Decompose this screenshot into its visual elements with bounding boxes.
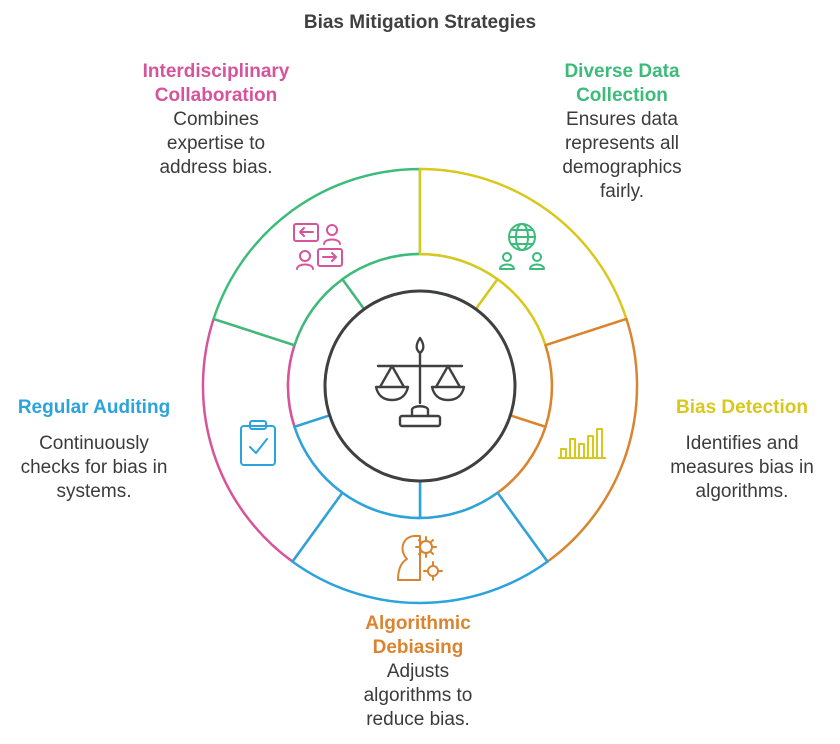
ring-segment-outer [496, 317, 639, 563]
segment-title: Algorithmic Debiasing [365, 613, 471, 658]
segment-diverse-data-collection: Diverse Data Collection Ensures data rep… [522, 60, 722, 204]
head-gears-icon [397, 535, 443, 581]
balance-scale-icon [374, 336, 466, 428]
ring-segment-outer [418, 167, 628, 347]
segment-title: Diverse Data Collection [564, 61, 680, 106]
segment-title: Interdisciplinary Collaboration [142, 61, 290, 106]
segment-description: Ensures data represents all demographics… [562, 109, 682, 202]
collaboration-icon [293, 223, 343, 270]
segment-description: Combines expertise to address bias. [159, 109, 273, 178]
segment-title: Regular Auditing [17, 397, 171, 418]
clipboard-check-icon [240, 420, 276, 466]
segment-description: Continuously checks for bias in systems. [20, 433, 168, 502]
segment-bias-detection: Bias Detection Identifies and measures b… [652, 396, 832, 504]
segment-title: Bias Detection [676, 397, 808, 418]
segment-algorithmic-debiasing: Algorithmic Debiasing Adjusts algorithms… [318, 612, 518, 732]
diagram-title: Bias Mitigation Strategies [303, 12, 537, 33]
segment-interdisciplinary-collaboration: Interdisciplinary Collaboration Combines… [116, 60, 316, 180]
globe-people-icon [499, 223, 545, 270]
segment-description: Identifies and measures bias in algorith… [670, 433, 814, 502]
segment-description: Adjusts algorithms to reduce bias. [363, 661, 473, 730]
segment-regular-auditing: Regular Auditing Continuously checks for… [4, 396, 184, 504]
ring-segment-outer [212, 167, 422, 347]
bar-chart-icon [558, 428, 606, 459]
